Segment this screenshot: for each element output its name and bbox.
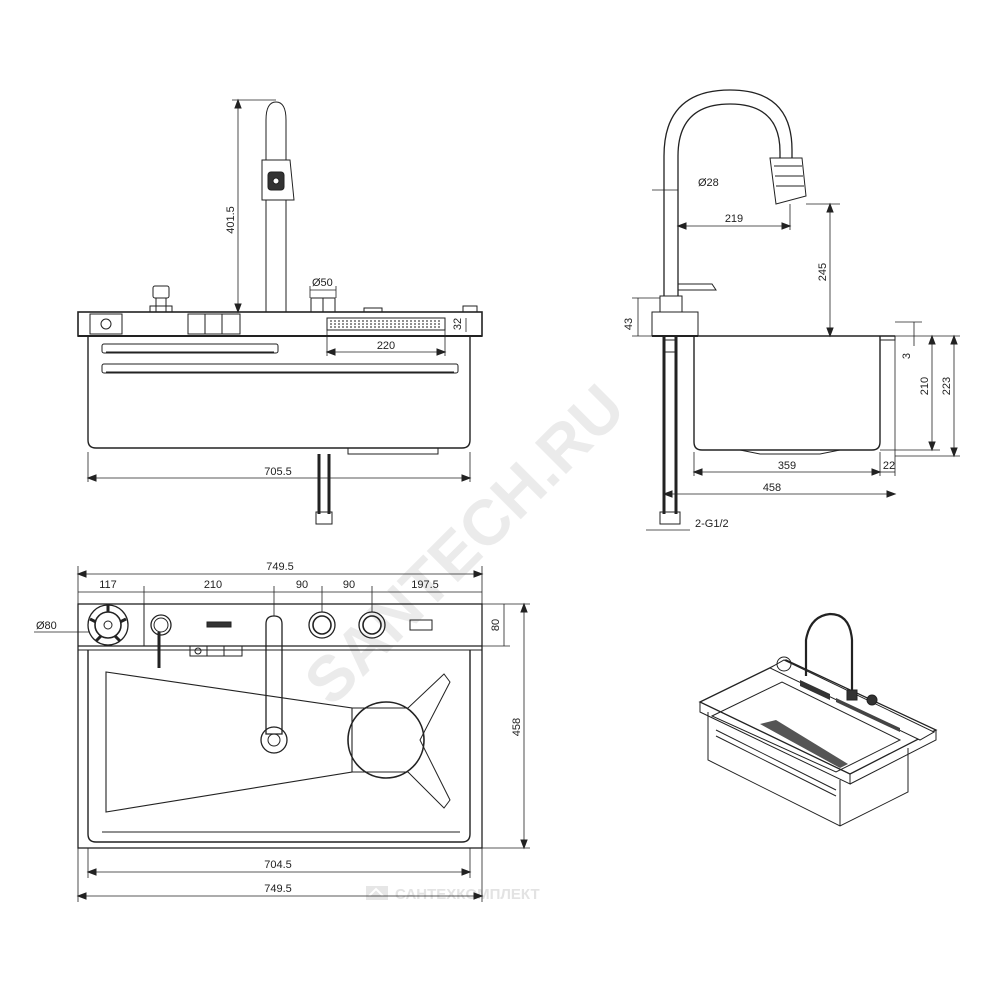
- top-outline: [77, 603, 483, 849]
- front-cup-rinser: [89, 313, 123, 335]
- dim-bottom-width: 749.5: [264, 883, 292, 895]
- dim-seg-5: 197.5: [411, 579, 439, 591]
- dim-bowl-depth: 210: [919, 377, 931, 395]
- front-bowl: [87, 336, 471, 449]
- front-hose: [315, 454, 333, 525]
- watermark-logo: [366, 886, 388, 900]
- iso-view: [698, 612, 938, 827]
- dim-seg-1: 117: [99, 579, 117, 591]
- dim-deck-depth: 80: [490, 619, 502, 631]
- dim-seg-4: 90: [343, 579, 355, 591]
- dim-total-length: 458: [763, 482, 781, 494]
- dim-cup-rinser-diameter: Ø80: [36, 620, 57, 632]
- iso-faucet: [804, 612, 854, 694]
- side-spray-head: [769, 157, 807, 205]
- top-cup-rinser: [87, 604, 129, 646]
- front-view: [77, 98, 483, 525]
- dim-panel-height: 32: [452, 318, 464, 330]
- dim-deck-height: 43: [623, 318, 635, 330]
- side-view: [632, 89, 960, 531]
- dim-button-diameter: Ø50: [312, 277, 333, 289]
- dim-overall-width: 749.5: [266, 561, 294, 573]
- soap-dispenser: [149, 285, 173, 313]
- dim-spout-diameter: Ø28: [698, 177, 719, 189]
- watermark: SANTECH.RU САНТЕХКОМПЛЕКТ: [291, 371, 639, 903]
- dim-seg-3: 90: [296, 579, 308, 591]
- dim-total-depth: 223: [941, 377, 953, 395]
- side-spout: [663, 89, 793, 296]
- dim-hose-thread: 2-G1/2: [695, 518, 729, 530]
- side-bowl: [693, 336, 881, 451]
- dim-outlet-width: 220: [377, 340, 395, 352]
- watermark-footer: САНТЕХКОМПЛЕКТ: [395, 886, 540, 903]
- front-deck-panel: [77, 311, 483, 337]
- dim-rim-thickness: 3: [901, 353, 913, 359]
- dim-spout-height: 245: [817, 263, 829, 281]
- dim-faucet-height: 401.5: [225, 206, 237, 234]
- watermark-brand: SANTECH.RU: [291, 371, 639, 719]
- dim-spout-reach: 219: [725, 213, 743, 225]
- top-soap-pump: [150, 614, 172, 636]
- dim-front-bowl-width: 705.5: [264, 466, 292, 478]
- dim-overall-depth: 458: [511, 718, 523, 736]
- top-view: [34, 566, 530, 902]
- dim-seg-2: 210: [204, 579, 222, 591]
- top-faucet: [260, 615, 288, 754]
- dim-top-bowl-width: 704.5: [264, 859, 292, 871]
- dim-bowl-length: 359: [778, 460, 796, 472]
- front-waterfall-outlet: [326, 317, 446, 331]
- top-drain: [347, 701, 425, 779]
- top-bowl: [87, 650, 471, 843]
- front-faucet: [261, 101, 295, 312]
- dim-rim-offset: 22: [883, 460, 895, 472]
